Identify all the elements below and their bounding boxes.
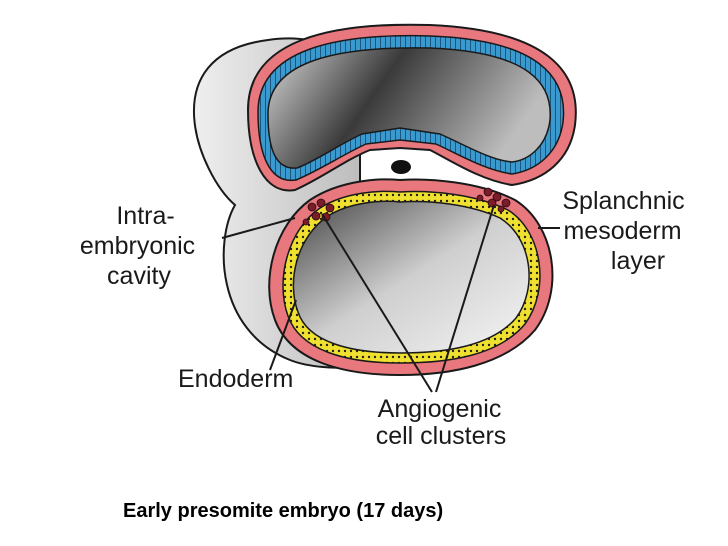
label-line: Splanchnic <box>562 187 684 215</box>
yolk-sac-cavity <box>292 200 530 354</box>
label-line: embryonic <box>80 232 195 260</box>
label-line: Angiogenic <box>378 395 502 423</box>
label-line: mesoderm <box>563 217 681 245</box>
leader-intraembryonic-cavity <box>221 217 296 239</box>
leader-lines <box>221 204 560 393</box>
label-line: cell clusters <box>376 422 507 450</box>
label-line: layer <box>611 247 665 275</box>
label-splanchnic-mesoderm: Splanchnic mesoderm layer <box>562 187 691 275</box>
figure-caption: Early presomite embryo (17 days) <box>123 500 444 522</box>
amniotic-cavity <box>267 47 551 169</box>
angiogenic-cluster-left <box>302 198 335 226</box>
label-intraembryonic-cavity: Intra- embryonic cavity <box>80 202 202 290</box>
leader-angiogenic-left <box>321 213 433 393</box>
leader-angiogenic-right <box>435 204 495 393</box>
label-endoderm: Endoderm <box>178 365 293 393</box>
label-angiogenic-clusters: Angiogenic cell clusters <box>376 395 509 450</box>
label-line: cavity <box>107 262 171 290</box>
leader-endoderm <box>269 299 297 371</box>
notochord <box>391 160 411 174</box>
label-line: Intra- <box>116 202 174 230</box>
